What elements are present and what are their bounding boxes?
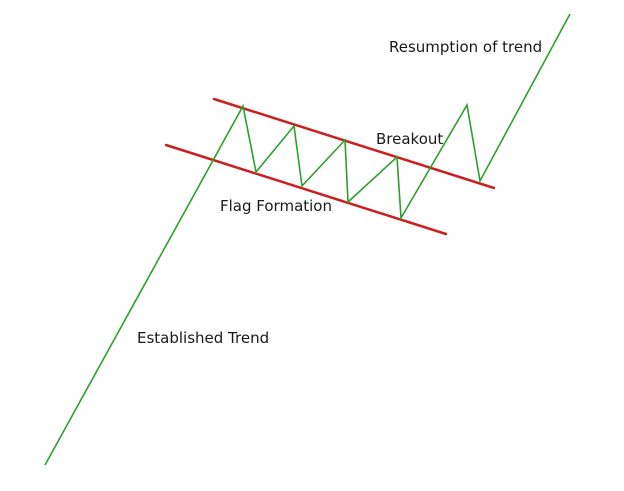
breakout-label: Breakout — [376, 130, 443, 148]
upper-channel-line — [212, 97, 496, 190]
price-path-line — [44, 13, 571, 466]
established-trend-label: Established Trend — [137, 329, 269, 347]
resumption-label: Resumption of trend — [389, 38, 542, 56]
flag-formation-label: Flag Formation — [220, 197, 332, 215]
